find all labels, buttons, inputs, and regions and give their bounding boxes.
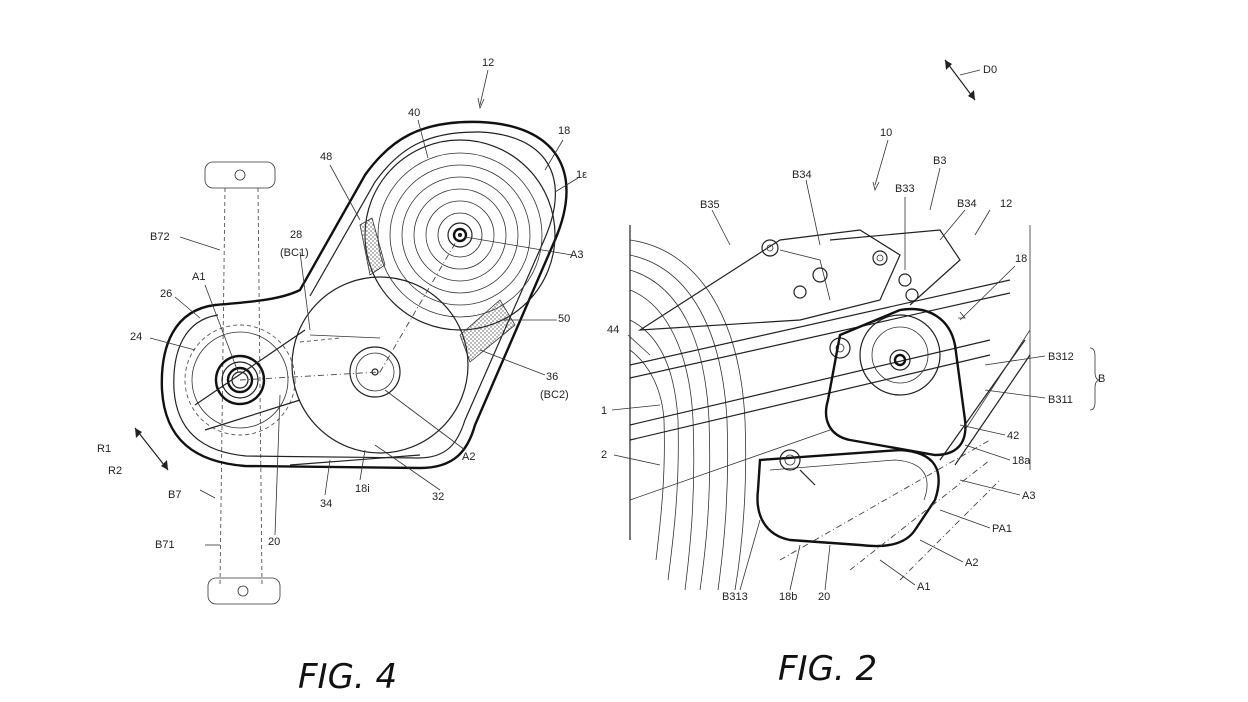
fig4-caption: FIG. 4 [298,657,397,697]
label-r1: R1 [97,443,111,455]
label-r2: R2 [108,465,122,477]
label-bc2: (BC2) [540,389,569,401]
label-36: 36 [546,371,558,383]
label-40: 40 [408,107,420,119]
small-sprocket-A2 [349,346,401,398]
label-48: 48 [320,151,332,163]
brace-b [1089,347,1101,411]
label-28: 28 [290,229,302,241]
hatched-area-48 [359,217,386,276]
label-50: 50 [558,313,570,325]
crank-sprocket-A1 [184,324,296,436]
label-a3: A3 [570,249,583,261]
label-pa1: PA1 [992,523,1012,535]
label-26: 26 [160,288,172,300]
label-12: 12 [1000,198,1012,210]
label-b312: B312 [1048,351,1074,363]
fig4-labels: 12 40 18 1ε 48 28 (BC1) B72 A1 26 24 A3 … [97,57,587,551]
label-24: 24 [130,331,142,343]
label-18b: 18b [779,591,797,603]
label-b7: B7 [168,489,181,501]
intermediate-disc [291,276,469,454]
label-d0: D0 [983,64,997,76]
label-18-cut: 1ε [576,169,587,181]
label-a2: A2 [462,451,475,463]
label-b311: B311 [1048,394,1073,406]
drive-unit-housing [824,307,967,457]
fig2-caption: FIG. 2 [778,649,877,689]
label-b: B [1098,373,1105,385]
label-20: 20 [818,591,830,603]
label-2: 2 [601,449,607,461]
fig2-labels: D0 10 B3 B34 B33 B34 12 B35 18 44 B312 B… [601,64,1105,603]
output-pulley-A3 [364,139,556,331]
label-b71: B71 [155,539,175,551]
label-b313: B313 [722,591,748,603]
label-b72: B72 [150,231,170,243]
label-b3: B3 [933,155,946,167]
label-b34-right: B34 [957,198,977,210]
label-1: 1 [601,405,607,417]
label-18: 18 [558,125,570,137]
label-18a: 18a [1012,455,1031,467]
lower-housing-block [756,448,940,548]
fig2-drawing [611,59,1046,591]
label-42: 42 [1007,430,1019,442]
label-b35: B35 [700,199,720,211]
label-a2: A2 [965,557,978,569]
label-20: 20 [268,536,280,548]
housing-outline-fig4 [160,120,568,470]
label-18i: 18i [355,483,370,495]
fig4-drawing [134,69,579,605]
label-bc1: (BC1) [280,247,309,259]
label-34: 34 [320,498,332,510]
label-b33: B33 [895,183,915,195]
label-18: 18 [1015,253,1027,265]
label-a1: A1 [917,581,930,593]
label-32: 32 [432,491,444,503]
label-10: 10 [880,127,892,139]
label-44: 44 [607,324,619,336]
label-b34-left: B34 [792,169,812,181]
label-a3: A3 [1022,490,1035,502]
label-12: 12 [482,57,494,69]
label-a1: A1 [192,271,205,283]
